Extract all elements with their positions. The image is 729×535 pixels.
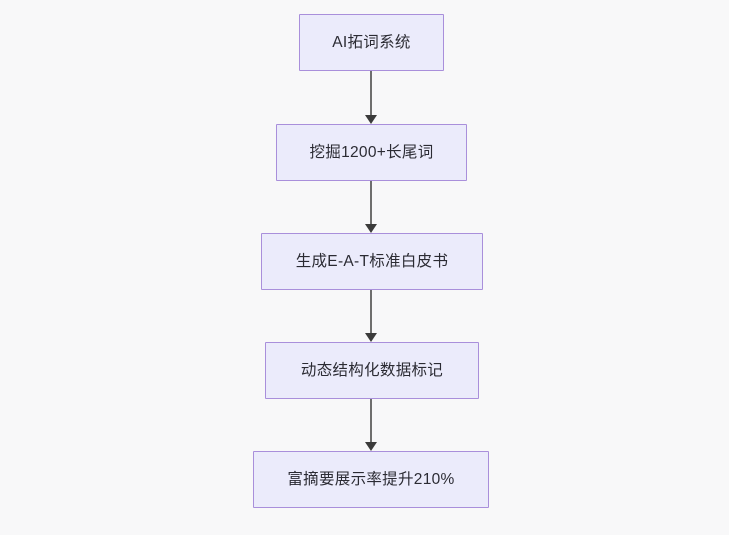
flow-node-label: 动态结构化数据标记: [300, 361, 444, 379]
flow-node-dynamic-structured-data-markup[interactable]: 动态结构化数据标记: [265, 342, 479, 399]
flow-node-ai-keyword-system[interactable]: AI拓词系统: [299, 14, 444, 71]
arrowhead-icon: [365, 224, 377, 233]
flow-node-label: 挖掘1200+长尾词: [309, 143, 434, 161]
flow-node-rich-snippet-impression-lift[interactable]: 富摘要展示率提升210%: [253, 451, 489, 508]
flow-node-generate-eat-whitepaper[interactable]: 生成E-A-T标准白皮书: [261, 233, 483, 290]
arrowhead-icon: [365, 442, 377, 451]
edge-line: [370, 71, 372, 116]
edge-line: [370, 181, 372, 225]
edge-line: [370, 399, 372, 443]
arrowhead-icon: [365, 115, 377, 124]
flow-node-mine-longtail-keywords[interactable]: 挖掘1200+长尾词: [276, 124, 467, 181]
flow-node-label: 生成E-A-T标准白皮书: [295, 252, 449, 270]
flow-node-label: 富摘要展示率提升210%: [287, 470, 455, 488]
arrowhead-icon: [365, 333, 377, 342]
flow-node-label: AI拓词系统: [332, 33, 411, 51]
edge-line: [370, 290, 372, 334]
